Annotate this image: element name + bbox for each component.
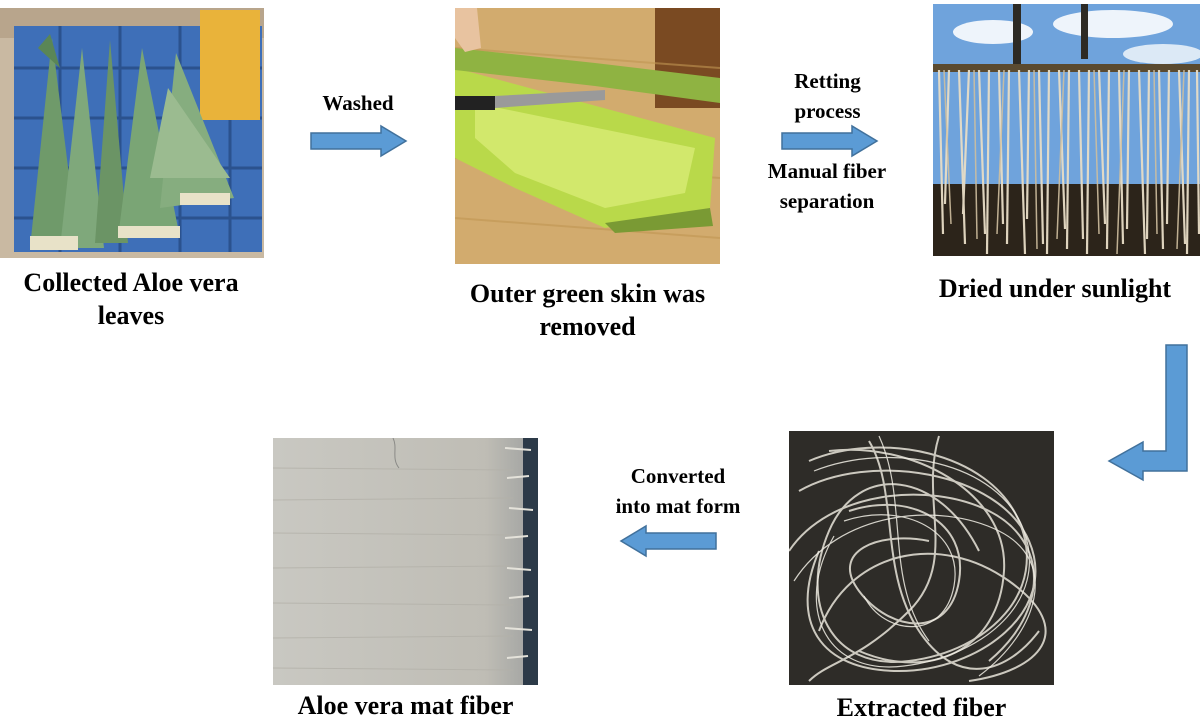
caption-extracted-fiber: Extracted fiber [789, 691, 1054, 724]
label-converted-line1: Converted [630, 464, 726, 488]
arrow-right-retting [780, 124, 880, 158]
label-converted-line2: into mat form [615, 494, 741, 518]
caption-collected-leaves: Collected Aloe vera leaves [0, 266, 262, 332]
label-retting-process: Retting process [760, 66, 895, 126]
label-washed-line1: Washed [322, 91, 394, 115]
sun-drying-photo [933, 4, 1200, 256]
mat-fiber-photo [273, 438, 538, 685]
aloe-leaves-crate-photo [0, 8, 264, 258]
caption-mat-fiber-line1: Aloe vera mat fiber [297, 691, 514, 720]
label-retting-line2: process [794, 99, 861, 123]
label-manual-line1: Manual fiber [767, 159, 887, 183]
caption-dried-sunlight-line1: Dried under sunlight [938, 274, 1172, 303]
label-manual-fiber-separation: Manual fiber separation [752, 156, 902, 216]
caption-mat-fiber: Aloe vera mat fiber [263, 689, 548, 722]
caption-skin-removed-line2: removed [539, 312, 636, 341]
caption-extracted-fiber-line1: Extracted fiber [836, 693, 1007, 722]
caption-skin-removed-line1: Outer green skin was [469, 279, 706, 308]
arrow-left-mat [618, 524, 718, 558]
label-retting-line1: Retting [794, 69, 861, 93]
label-converted-mat: Converted into mat form [593, 461, 763, 521]
extracted-fiber-photo [789, 431, 1054, 685]
arrow-right-washed [309, 124, 409, 158]
caption-collected-leaves-line2: leaves [97, 301, 165, 330]
arrow-bend-down-left [1107, 343, 1191, 483]
label-manual-line2: separation [779, 189, 875, 213]
caption-collected-leaves-line1: Collected Aloe vera [23, 268, 239, 297]
caption-dried-sunlight: Dried under sunlight [920, 272, 1190, 305]
label-washed: Washed [298, 88, 418, 118]
caption-skin-removed: Outer green skin was removed [445, 277, 730, 343]
skin-removal-photo [455, 8, 720, 264]
